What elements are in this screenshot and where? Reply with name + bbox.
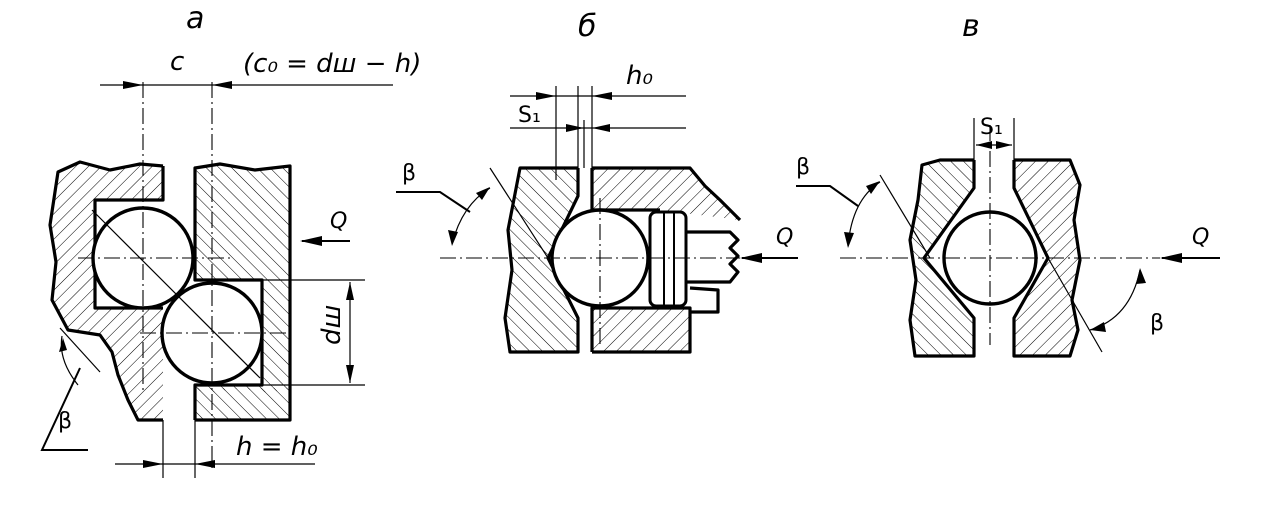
diagram-b-label-h0: h₀ bbox=[626, 61, 653, 91]
diagram-b-right-lower-body bbox=[592, 308, 690, 352]
diagram-b-left-body bbox=[505, 168, 578, 352]
diagram-b-label-s1: S₁ bbox=[518, 103, 541, 128]
diagram-a-label-h: h = h₀ bbox=[236, 432, 318, 462]
diagram-v-label-beta-left: β bbox=[796, 155, 810, 180]
diagram-v-right-body bbox=[1014, 160, 1080, 356]
diagram-a-label-dsh: dш bbox=[317, 305, 347, 345]
diagram-a-right-lower bbox=[195, 388, 290, 420]
diagram-b-label-beta: β bbox=[402, 161, 416, 186]
diagram-a: а c (c₀ = dш − h) Q dш bbox=[40, 1, 421, 478]
diagram-v-label-beta-right: β bbox=[1150, 311, 1164, 336]
diagram-b-plunger bbox=[648, 210, 688, 308]
diagram-a-label-c0: (c₀ = dш − h) bbox=[243, 49, 421, 79]
diagram-b-label-q: Q bbox=[776, 225, 793, 250]
diagram-a-label-q: Q bbox=[330, 209, 347, 234]
diagram-v: в S₁ β β Q bbox=[796, 9, 1220, 358]
diagram-b-title: б bbox=[578, 9, 597, 44]
diagram-a-label-beta: β bbox=[58, 409, 72, 434]
diagram-a-title: а bbox=[186, 1, 204, 36]
diagram-b-right-upper-body bbox=[592, 168, 740, 220]
diagram-a-left-body bbox=[50, 162, 163, 420]
diagram-v-label-s1: S₁ bbox=[980, 115, 1003, 140]
diagram-v-label-q: Q bbox=[1192, 225, 1209, 250]
diagram-a-label-c: c bbox=[170, 47, 184, 77]
diagram-b: б h₀ S₁ bbox=[396, 9, 798, 354]
diagram-v-title: в bbox=[962, 9, 980, 44]
